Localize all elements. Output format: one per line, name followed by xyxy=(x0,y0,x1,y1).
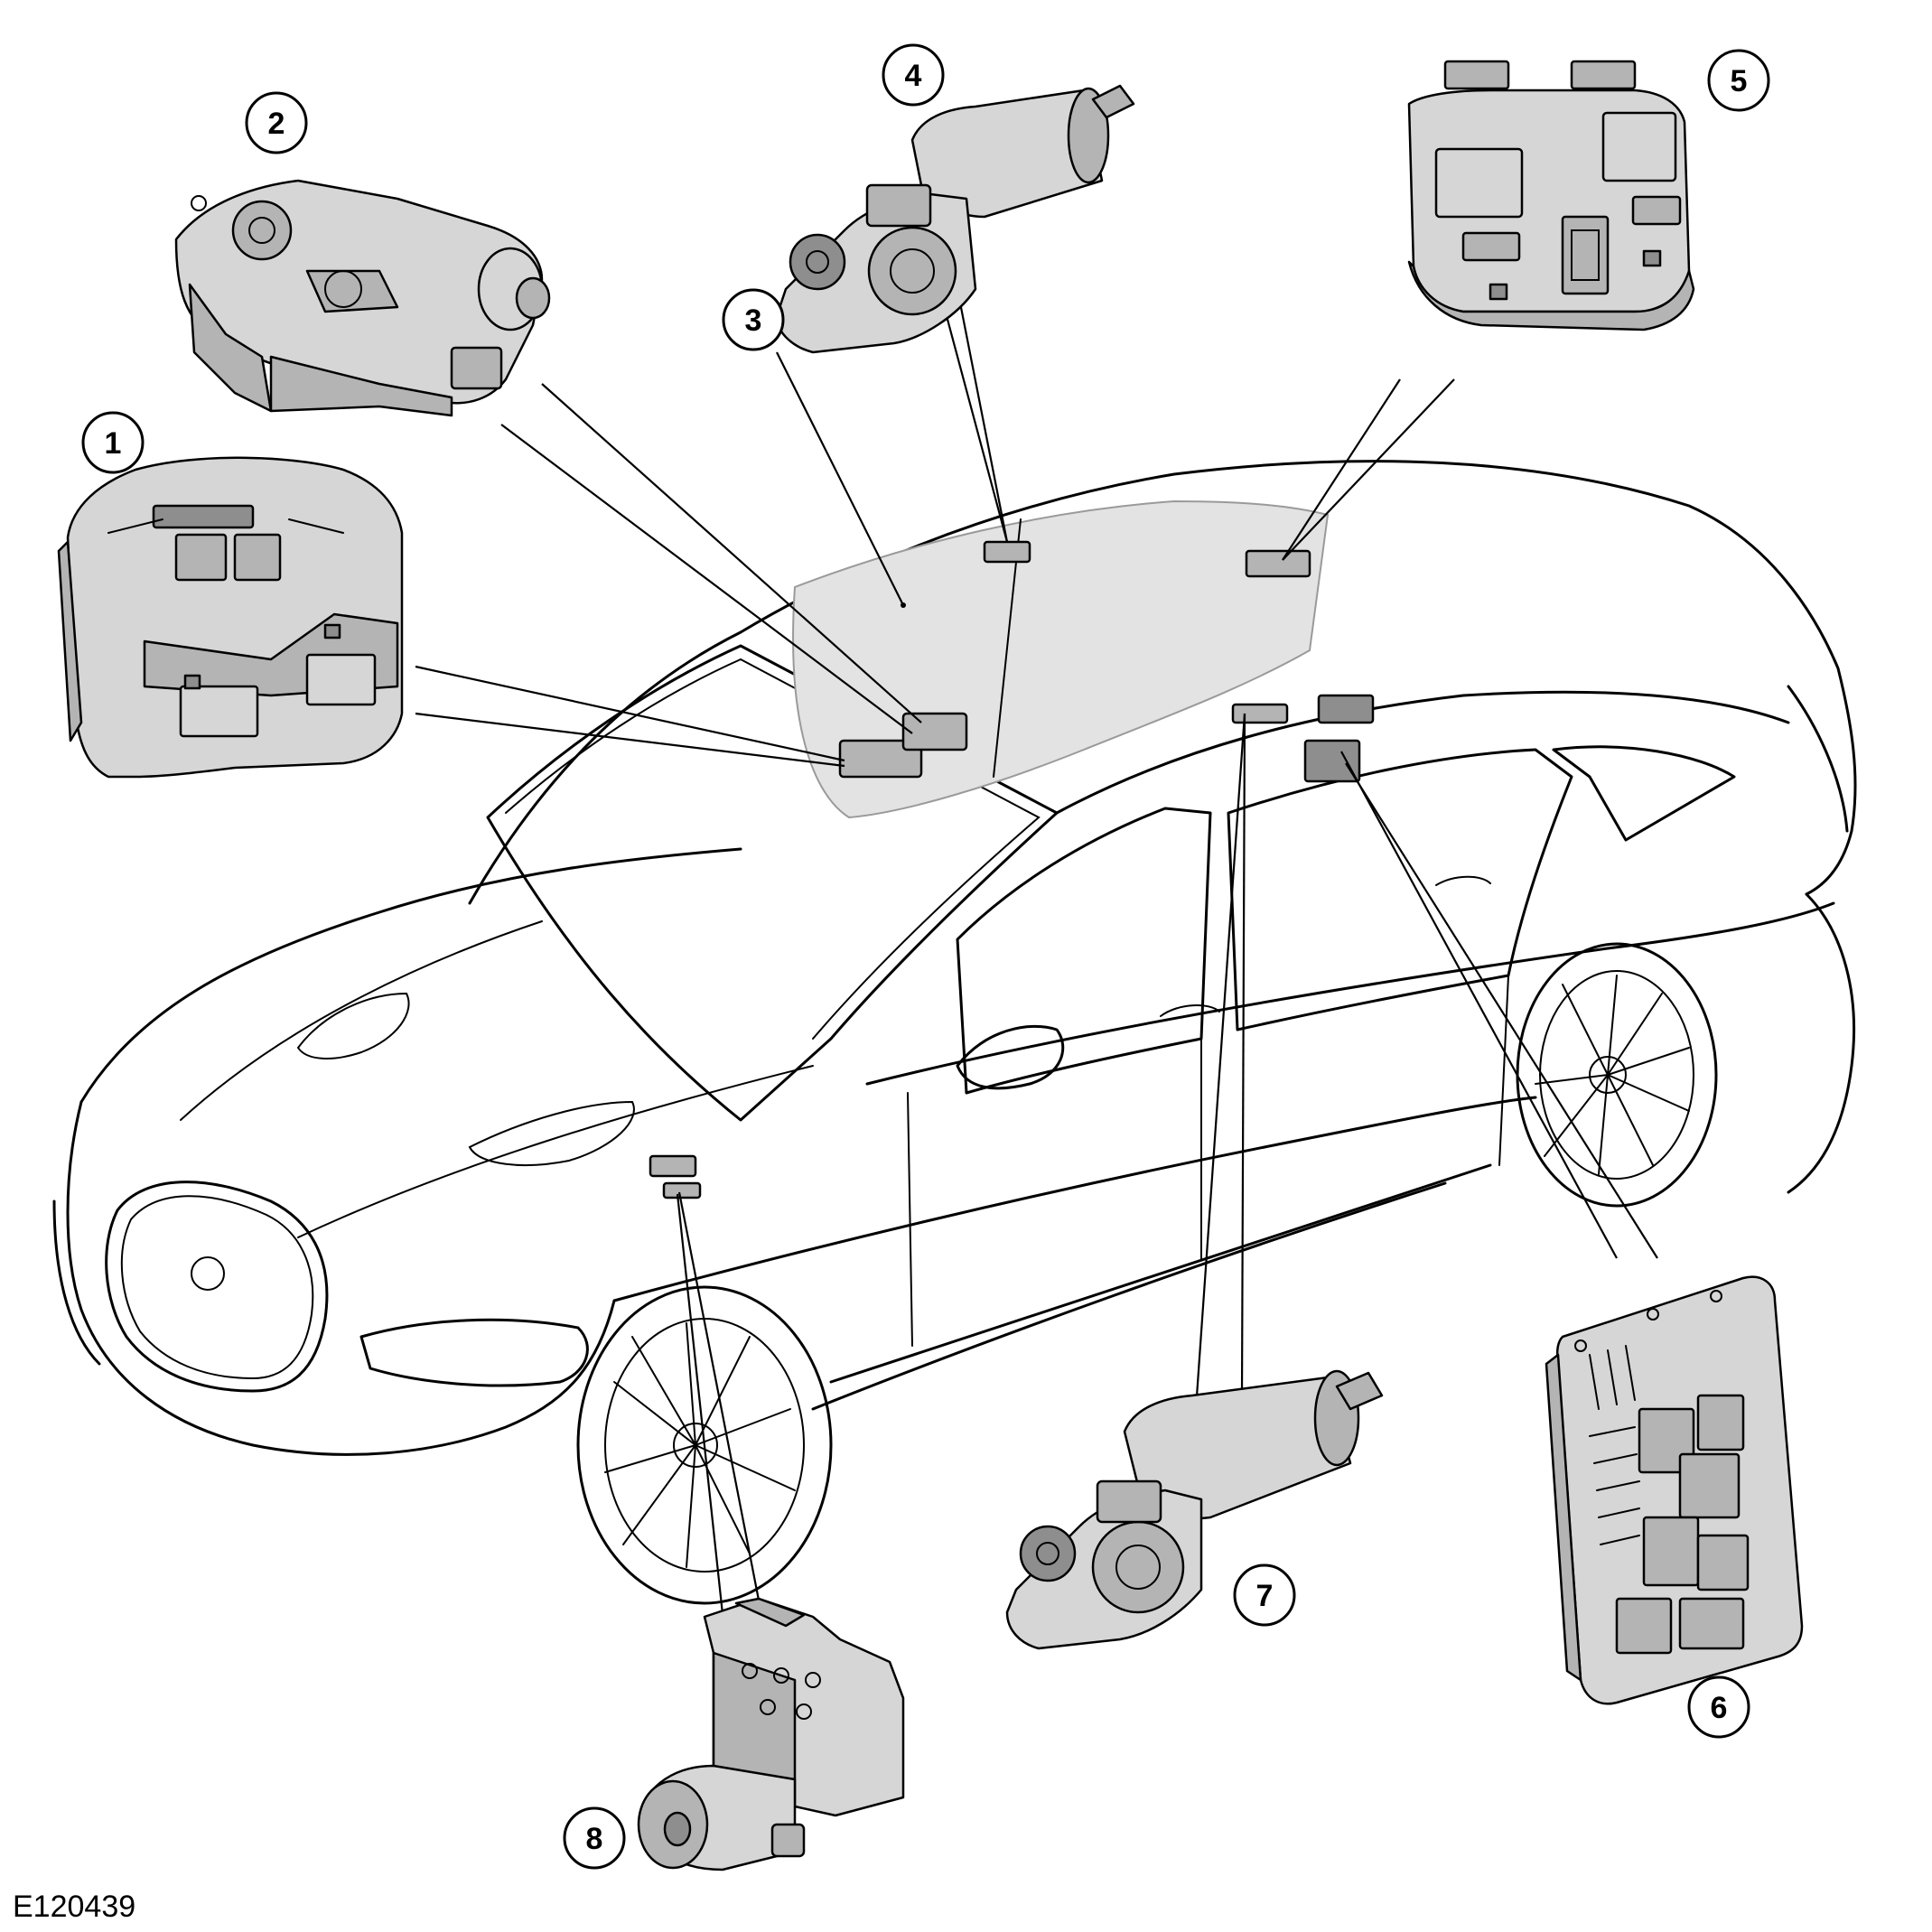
callout-5: 5 xyxy=(1707,49,1770,112)
callout-7: 7 xyxy=(1233,1563,1296,1627)
callout-2: 2 xyxy=(245,91,308,154)
svg-text:8: 8 xyxy=(586,1822,603,1856)
car-body-outline xyxy=(52,460,1857,1605)
component-5-rear-overhead-console xyxy=(1407,60,1695,331)
svg-text:3: 3 xyxy=(745,303,762,338)
svg-text:7: 7 xyxy=(1256,1579,1274,1613)
component-8-abs-module xyxy=(637,1597,905,1871)
callout-6: 6 xyxy=(1687,1675,1750,1739)
callout-3: 3 xyxy=(722,288,785,351)
component-1-front-overhead-console xyxy=(57,456,404,779)
svg-text:4: 4 xyxy=(905,59,922,93)
svg-text:1: 1 xyxy=(105,426,122,461)
svg-text:5: 5 xyxy=(1731,64,1748,98)
callout-4: 4 xyxy=(882,43,945,107)
component-4-sunroof-blind-motor xyxy=(775,84,1135,354)
leader-lines xyxy=(415,288,1658,1615)
component-6-body-control-module xyxy=(1545,1275,1804,1705)
roof-mounted-components xyxy=(649,540,1375,1199)
svg-text:2: 2 xyxy=(268,107,285,141)
component-7-sunroof-glass-motor xyxy=(1005,1369,1384,1650)
component-2-sunroof-motor xyxy=(174,179,551,417)
svg-text:6: 6 xyxy=(1711,1691,1728,1725)
callout-1: 1 xyxy=(81,411,145,474)
callout-8: 8 xyxy=(563,1806,626,1870)
figure-id: E120439 xyxy=(13,1890,136,1924)
